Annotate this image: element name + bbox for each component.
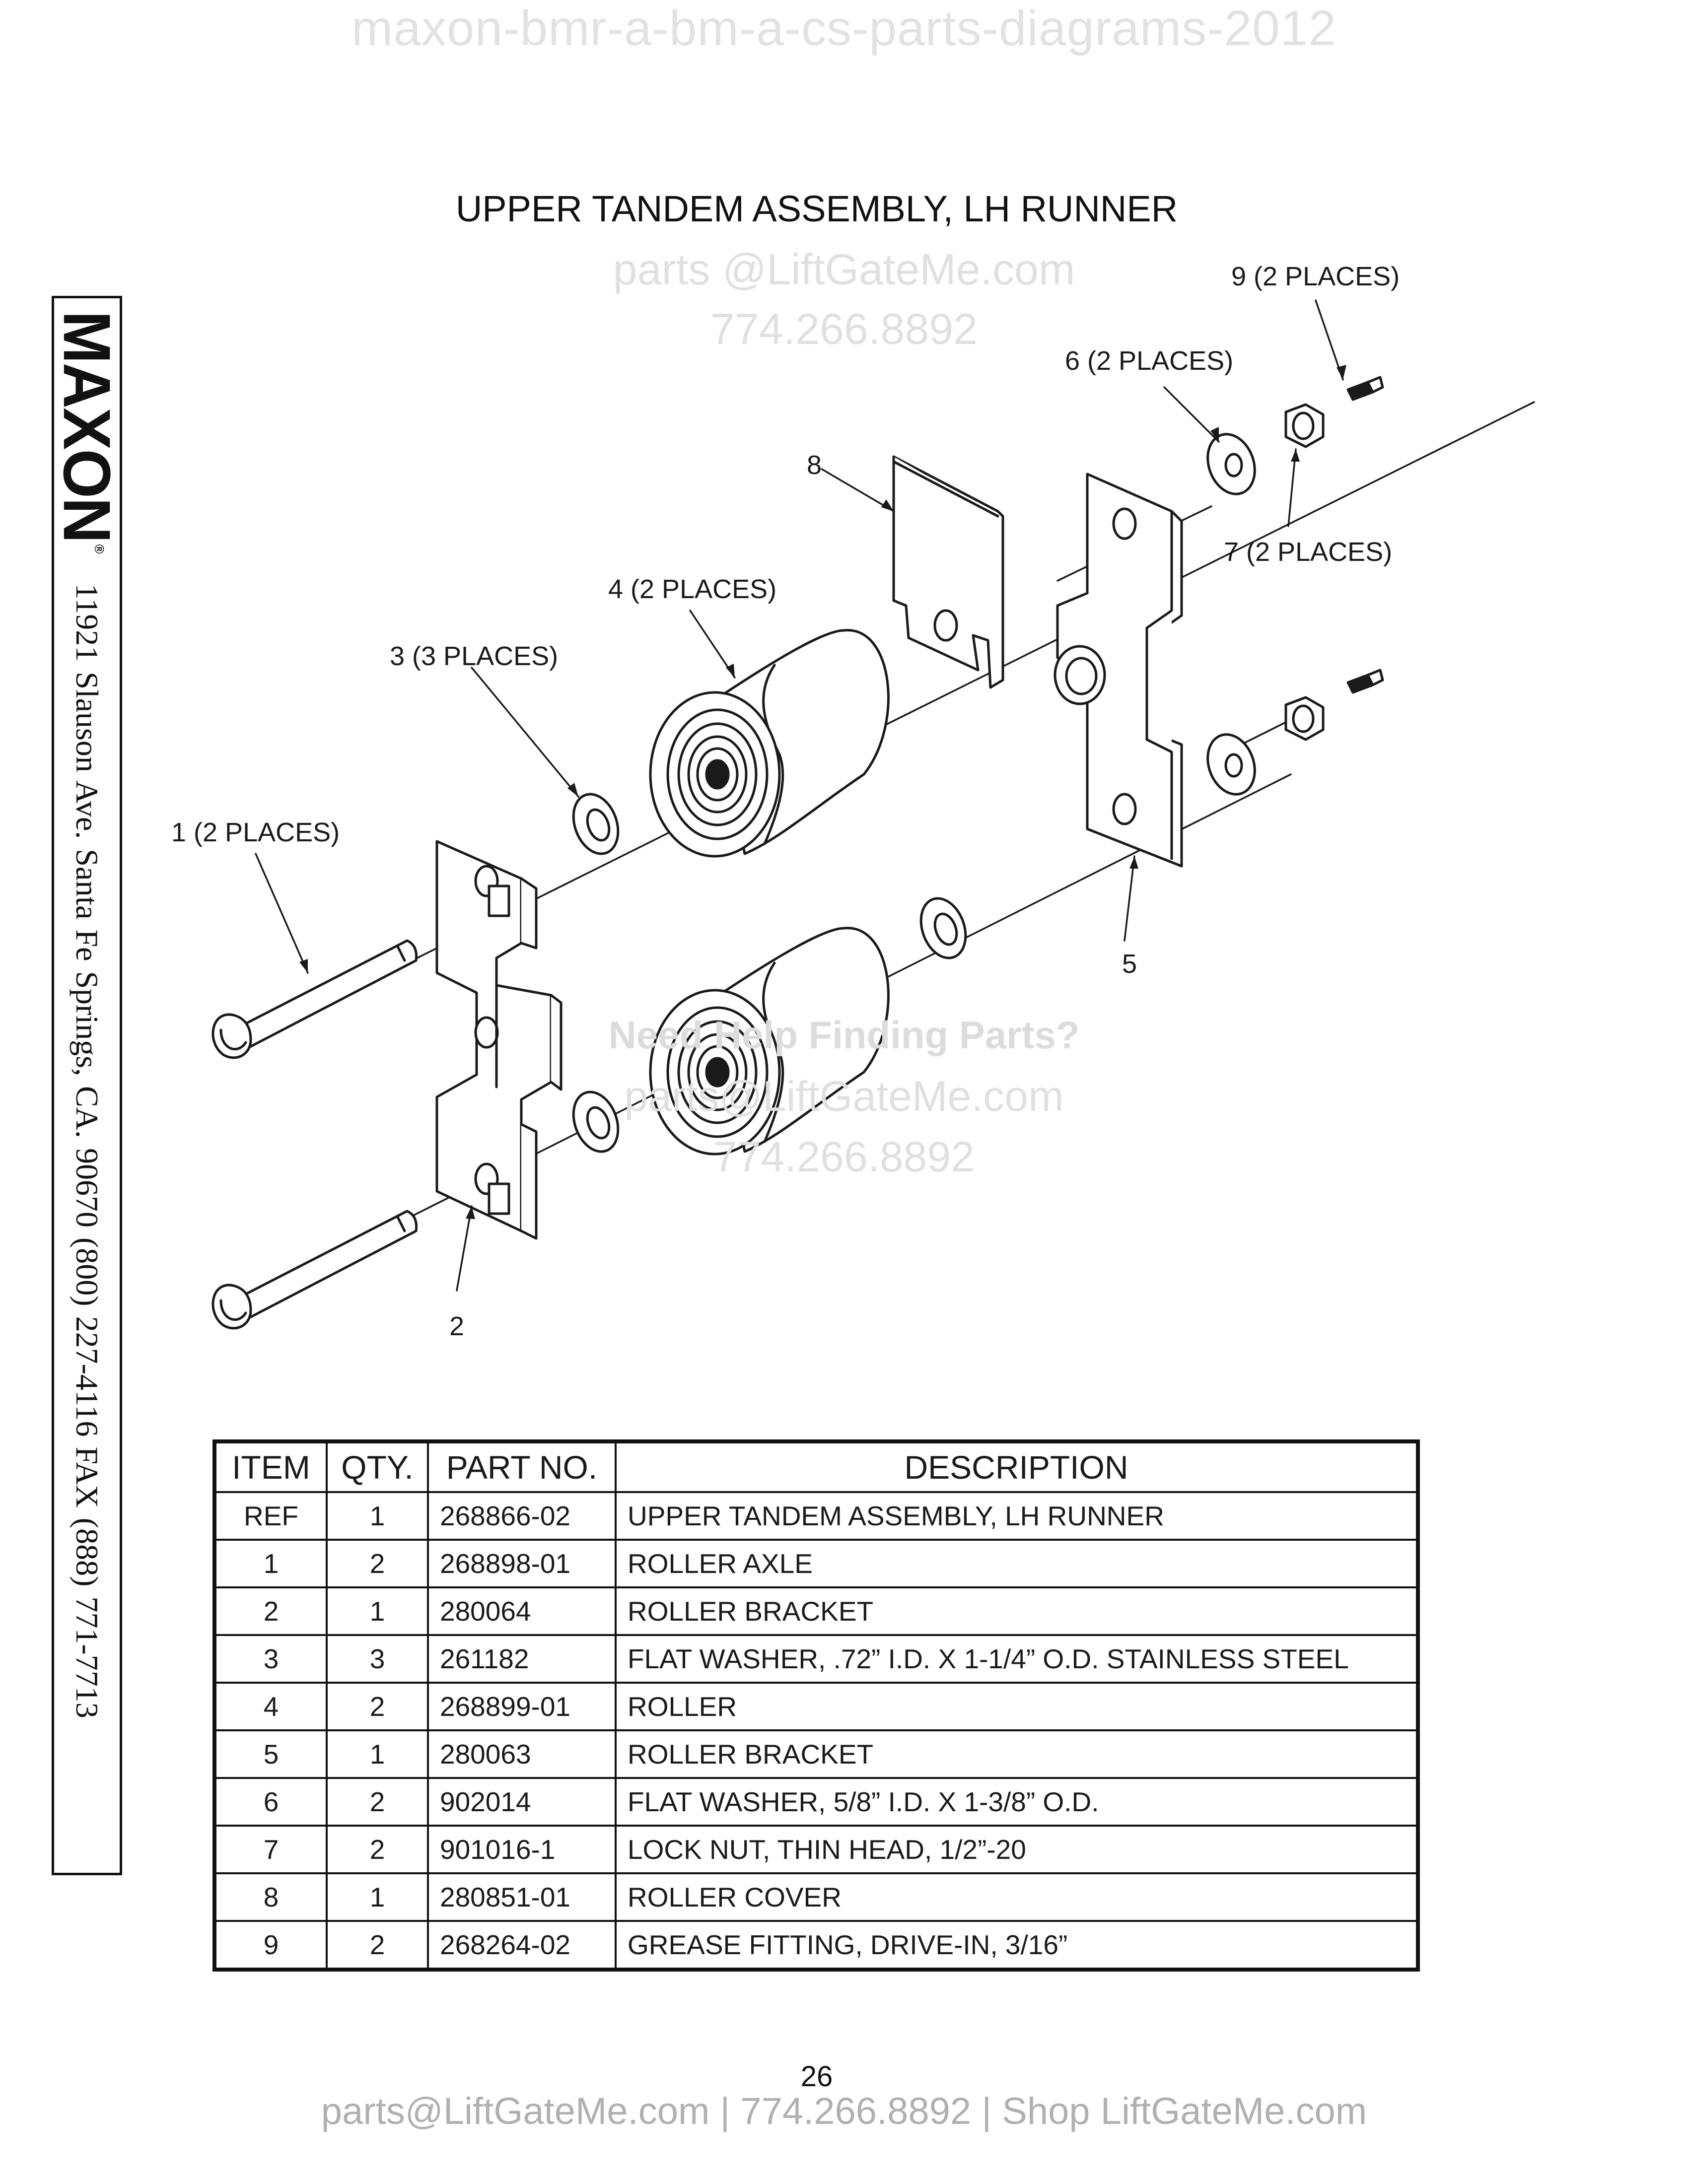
table-row: 2 1 280064 ROLLER BRACKET [213,1586,1419,1636]
cell-item: 5 [213,1729,328,1779]
cell-description: ROLLER AXLE [615,1539,1419,1588]
cell-qty: 2 [326,1920,429,1971]
table-row: 6 2 902014 FLAT WASHER, 5/8” I.D. X 1-3/… [213,1777,1419,1827]
callout-6: 6 (2 PLACES) [1065,346,1233,376]
cell-item: REF [213,1491,328,1541]
cell-part-no: 268899-01 [427,1682,617,1731]
footer-contact: parts@LiftGateMe.com | 774.266.8892 | Sh… [321,2090,1367,2132]
page-title: UPPER TANDEM ASSEMBLY, LH RUNNER [455,188,1178,229]
cell-description: ROLLER [615,1682,1419,1731]
watermark-upper-email: parts @LiftGateMe.com [613,245,1075,294]
table-header-row: ITEM QTY. PART NO. DESCRIPTION [213,1440,1419,1493]
cell-part-no: 268866-02 [427,1491,617,1541]
cell-qty: 2 [326,1682,429,1731]
cell-item: 3 [213,1634,328,1684]
callout-5: 5 [1122,949,1137,979]
header-item: ITEM [213,1440,328,1493]
cell-item: 9 [213,1920,328,1971]
header-part-no: PART NO. [427,1440,617,1493]
leader-lines [255,299,1344,1292]
table-row: 7 2 901016-1 LOCK NUT, THIN HEAD, 1/2”-2… [213,1825,1419,1874]
callout-9: 9 (2 PLACES) [1231,262,1400,291]
header-qty: QTY. [326,1440,429,1493]
cell-item: 7 [213,1825,328,1874]
cell-description: ROLLER BRACKET [615,1729,1419,1779]
table-row: 5 1 280063 ROLLER BRACKET [213,1729,1419,1779]
cell-item: 1 [213,1539,328,1588]
roller-lower [649,927,890,1156]
cell-part-no: 280851-01 [427,1872,617,1922]
cell-qty: 2 [326,1825,429,1874]
page-number: 26 [800,2060,833,2093]
cell-qty: 1 [326,1872,429,1922]
cell-qty: 2 [326,1777,429,1827]
cell-description: FLAT WASHER, 5/8” I.D. X 1-3/8” O.D. [615,1777,1419,1827]
watermark-middle-email: parts@LiftGateMe.com [624,1073,1064,1120]
cell-description: UPPER TANDEM ASSEMBLY, LH RUNNER [615,1491,1419,1541]
roller-axle-upper [211,939,418,1059]
callout-8: 8 [807,450,822,480]
cell-part-no: 901016-1 [427,1825,617,1874]
cell-description: ROLLER COVER [615,1872,1419,1922]
cell-part-no: 261182 [427,1634,617,1684]
roller-axle-lower [211,1210,418,1330]
table-row: REF 1 268866-02 UPPER TANDEM ASSEMBLY, L… [213,1491,1419,1541]
watermark-top: maxon-bmr-a-bm-a-cs-parts-diagrams-2012 [352,0,1336,56]
header-description: DESCRIPTION [615,1440,1419,1493]
roller-cover [892,455,1004,689]
cell-description: ROLLER BRACKET [615,1586,1419,1636]
cell-item: 8 [213,1872,328,1922]
cell-qty: 1 [326,1586,429,1636]
watermark-middle-heading: Need Help Finding Parts? [608,1013,1080,1057]
cell-qty: 2 [326,1539,429,1588]
callout-4: 4 (2 PLACES) [608,574,776,604]
cell-description: LOCK NUT, THIN HEAD, 1/2”-20 [615,1825,1419,1874]
flat-washers-item-6 [1206,433,1256,796]
cell-qty: 3 [326,1634,429,1684]
grease-fittings-item-9 [1346,376,1384,694]
cell-item: 4 [213,1682,328,1731]
table-row: 8 1 280851-01 ROLLER COVER [213,1872,1419,1922]
leader-arrowheads [299,365,1346,1219]
table-row: 4 2 268899-01 ROLLER [213,1682,1419,1731]
watermark-upper-phone: 774.266.8892 [710,304,978,353]
callouts: 9 (2 PLACES) 6 (2 PLACES) 8 7 (2 PLACES)… [171,262,1400,1341]
table-row: 9 2 268264-02 GREASE FITTING, DRIVE-IN, … [213,1920,1419,1971]
callout-1: 1 (2 PLACES) [171,818,340,847]
roller-bracket-left [435,840,563,1240]
table-row: 1 2 268898-01 ROLLER AXLE [213,1539,1419,1588]
lock-nuts-item-7 [1284,403,1325,741]
flat-washers-item-3 [572,793,967,1153]
cell-qty: 1 [326,1729,429,1779]
callout-3: 3 (3 PLACES) [390,641,558,671]
table-row: 3 3 261182 FLAT WASHER, .72” I.D. X 1-1/… [213,1634,1419,1684]
cell-part-no: 268264-02 [427,1920,617,1971]
roller-bracket-right [1054,473,1183,868]
parts-table: ITEM QTY. PART NO. DESCRIPTION REF 1 268… [212,1439,1420,1972]
cell-qty: 1 [326,1491,429,1541]
cell-part-no: 280063 [427,1729,617,1779]
cell-part-no: 268898-01 [427,1539,617,1588]
watermark-middle-phone: 774.266.8892 [713,1133,975,1181]
callout-2: 2 [449,1311,464,1341]
exploded-parts-diagram: 9 (2 PLACES) 6 (2 PLACES) 8 7 (2 PLACES)… [171,262,1535,1341]
cell-item: 2 [213,1586,328,1636]
cell-item: 6 [213,1777,328,1827]
cell-description: GREASE FITTING, DRIVE-IN, 3/16” [615,1920,1419,1971]
callout-7: 7 (2 PLACES) [1224,537,1392,567]
cell-description: FLAT WASHER, .72” I.D. X 1-1/4” O.D. STA… [615,1634,1419,1684]
cell-part-no: 280064 [427,1586,617,1636]
roller-upper [649,629,890,858]
sidebar: MAXON ® 11921 Slauson Ave. Santa Fe Spri… [50,296,124,1875]
cell-part-no: 902014 [427,1777,617,1827]
